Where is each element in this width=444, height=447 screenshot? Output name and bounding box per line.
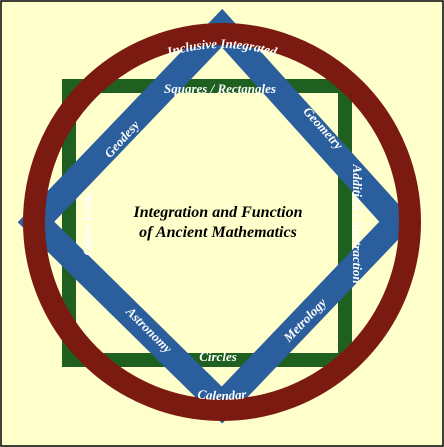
green-square-frame [62, 79, 352, 367]
center-title-line-2: of Ancient Mathematics [139, 224, 297, 241]
center-title-line-1: Integration and Function [133, 204, 303, 221]
square-label-left: Other Units [80, 192, 95, 255]
square-label-bottom: Circles [199, 349, 237, 364]
square-label-right: Addition / Subtraction [350, 163, 365, 283]
maroon-ring [23, 23, 421, 421]
square-label-top: Squares / Rectangles [164, 81, 276, 96]
ring-label-bottom: Calendar [197, 386, 248, 403]
